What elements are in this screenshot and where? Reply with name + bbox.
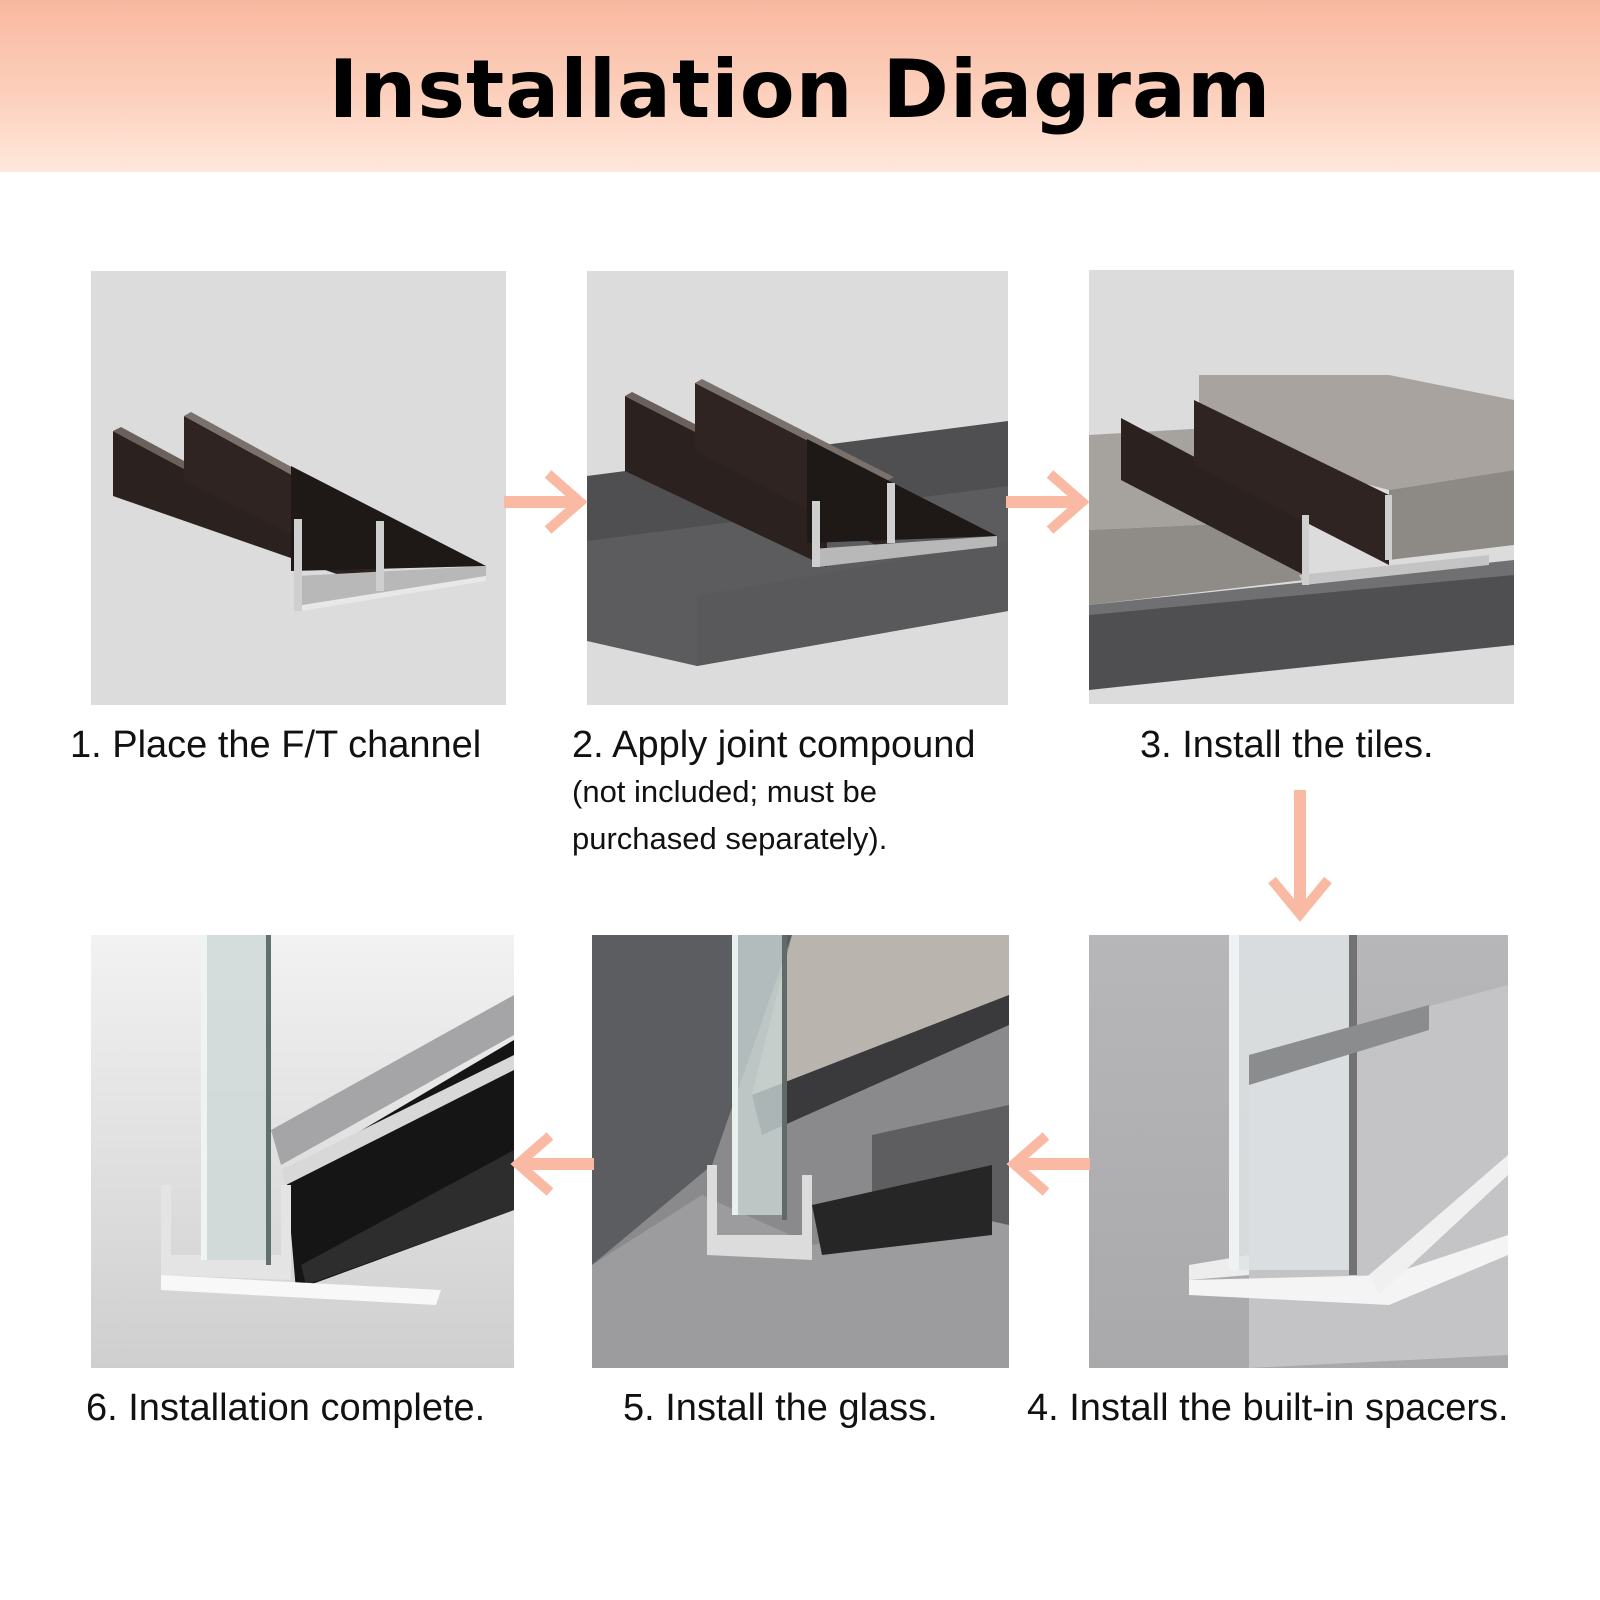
step-3-image [1089, 270, 1514, 704]
step-1-image [91, 271, 506, 705]
installation-complete-illustration [91, 935, 514, 1368]
step-2-note-line-2: purchased separately). [572, 821, 888, 856]
step-6-caption: 6. Installation complete. [86, 1387, 486, 1429]
ft-channel-illustration [91, 271, 506, 705]
tiles-illustration [1089, 270, 1514, 704]
arrow-down-3-to-4-icon [1268, 790, 1332, 922]
step-2-caption: 2. Apply joint compound [572, 724, 976, 766]
joint-compound-illustration [587, 271, 1008, 705]
step-2-note-line-1: (not included; must be [572, 774, 878, 809]
step-5-caption: 5. Install the glass. [623, 1387, 938, 1429]
arrow-right-2-to-3-icon [1006, 470, 1090, 534]
header-banner: Installation Diagram [0, 0, 1600, 172]
step-4-image [1089, 935, 1508, 1368]
arrow-right-1-to-2-icon [504, 470, 588, 534]
arrow-left-4-to-5-icon [1006, 1132, 1090, 1196]
step-6-image [91, 935, 514, 1368]
arrow-left-5-to-6-icon [510, 1132, 594, 1196]
step-4-caption: 4. Install the built-in spacers. [1027, 1387, 1509, 1429]
step-3-caption: 3. Install the tiles. [1140, 724, 1434, 766]
step-2-image [587, 271, 1008, 705]
step-5-image [592, 935, 1009, 1368]
spacers-illustration [1089, 935, 1508, 1368]
step-1-caption: 1. Place the F/T channel [70, 724, 482, 766]
page-title: Installation Diagram [328, 43, 1272, 136]
glass-install-illustration [592, 935, 1009, 1368]
